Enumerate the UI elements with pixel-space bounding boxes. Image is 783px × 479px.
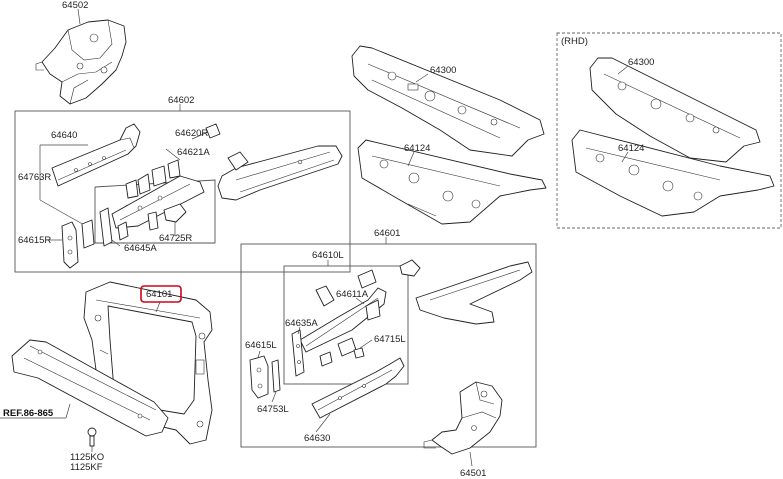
part-64630[interactable] — [311, 357, 405, 419]
label-64501: 64501 — [460, 468, 486, 479]
label-64715L: 64715L — [374, 334, 406, 345]
label-ref[interactable]: REF.86-865 — [3, 408, 54, 419]
part-64610L[interactable] — [299, 285, 387, 353]
label-64621A: 64621A — [177, 147, 210, 158]
label-rhd-64300: 64300 — [628, 57, 654, 68]
label-64601: 64601 — [374, 228, 400, 239]
label-64640: 64640 — [51, 130, 77, 141]
part-64300[interactable] — [351, 45, 545, 157]
label-64615R: 64615R — [18, 235, 51, 246]
label-64610L: 64610L — [312, 250, 344, 261]
part-64124[interactable] — [357, 139, 547, 225]
label-64124: 64124 — [404, 143, 430, 154]
label-64615L: 64615L — [245, 340, 277, 351]
label-64763R: 64763R — [18, 172, 51, 183]
part-rhd-64124[interactable] — [571, 129, 775, 217]
part-64635A[interactable] — [291, 329, 305, 377]
part-64610L-member[interactable] — [399, 259, 533, 325]
label-64635A: 64635A — [285, 318, 318, 329]
label-64502: 64502 — [62, 0, 88, 11]
part-64640[interactable] — [51, 123, 141, 187]
part-64501[interactable] — [423, 381, 503, 455]
part-64620R[interactable] — [205, 123, 343, 201]
label-1125KF: 1125KF — [70, 462, 103, 473]
part-64615R[interactable] — [61, 221, 79, 269]
label-1125KO: 1125KO — [70, 452, 104, 463]
label-64645A: 64645A — [124, 243, 157, 254]
part-64502[interactable] — [35, 19, 127, 105]
part-64615L[interactable] — [249, 355, 269, 399]
part-bumper-beam[interactable] — [11, 339, 169, 437]
group-box-64602 — [14, 110, 351, 273]
label-64620R: 64620R — [175, 128, 208, 139]
part-64753L[interactable] — [271, 359, 281, 393]
label-64101[interactable]: 64101 — [146, 289, 172, 300]
label-rhd-64124: 64124 — [618, 143, 644, 154]
part-rhd-64300[interactable] — [589, 57, 761, 163]
label-64725R: 64725R — [159, 233, 192, 244]
part-64611A[interactable] — [357, 269, 381, 321]
part-64763R[interactable] — [81, 219, 95, 249]
label-64602: 64602 — [168, 95, 194, 106]
label-64611A: 64611A — [336, 289, 369, 300]
part-64645A[interactable] — [99, 159, 181, 247]
subgroup-box-64610L — [283, 265, 409, 385]
highlight-64101 — [140, 285, 182, 303]
part-bolt-1125KO[interactable] — [87, 427, 97, 447]
group-box-rhd — [556, 32, 782, 229]
label-64630: 64630 — [304, 433, 330, 444]
label-64300: 64300 — [430, 65, 456, 76]
label-rhd: (RHD) — [561, 36, 588, 47]
label-64753L: 64753L — [257, 404, 289, 415]
part-64715L[interactable] — [319, 337, 365, 367]
part-64725R[interactable] — [147, 203, 187, 231]
group-box-64601 — [240, 243, 537, 448]
